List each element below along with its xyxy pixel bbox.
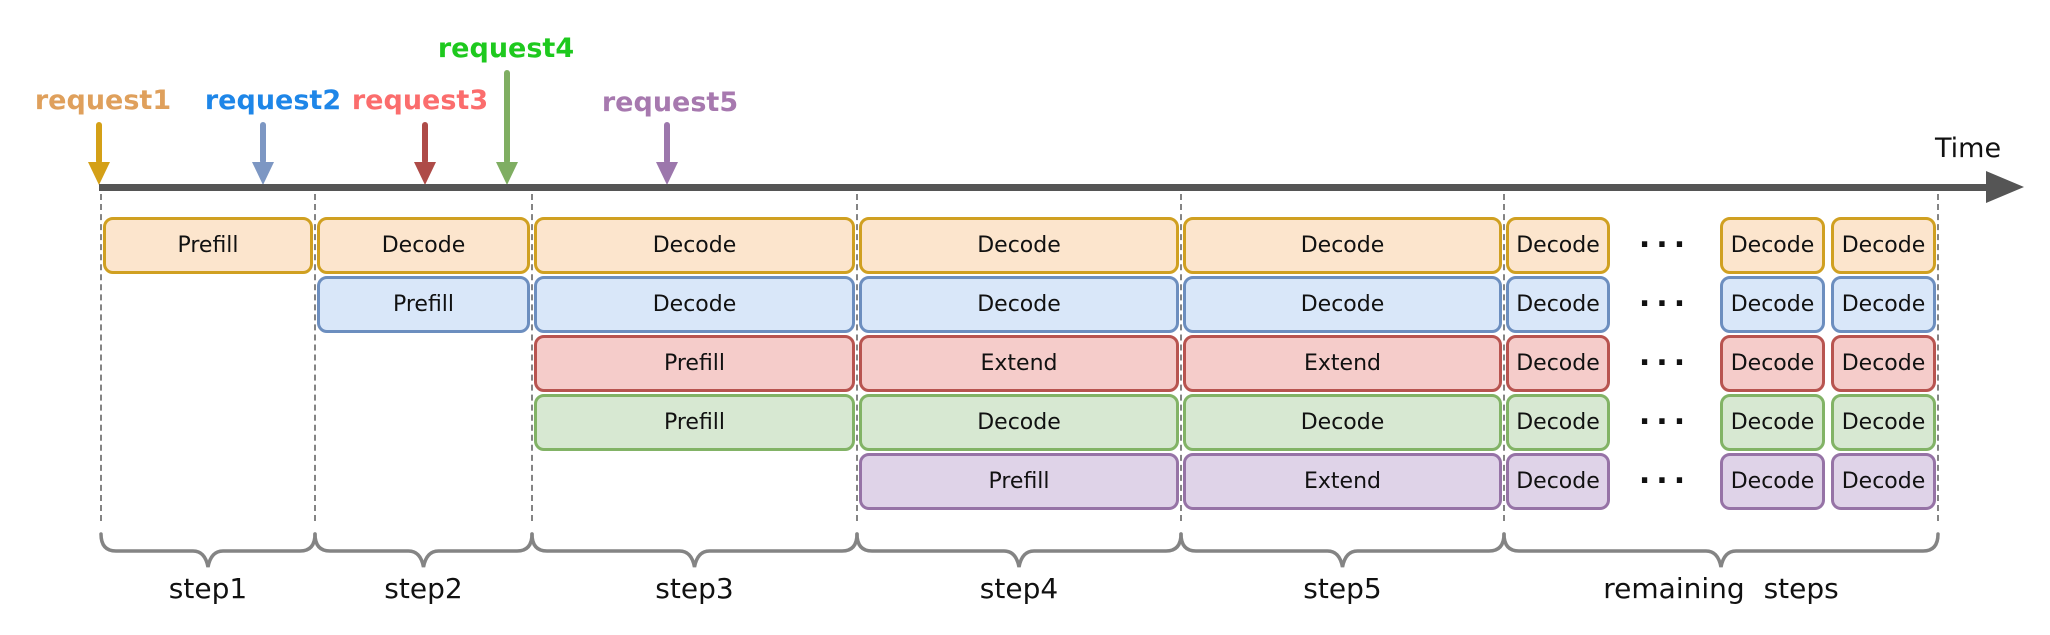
step-boundary-line xyxy=(531,194,533,521)
task-box-decode: Decode xyxy=(1831,394,1936,451)
request-arrival-arrowhead-request5 xyxy=(656,162,678,185)
ellipsis: ... xyxy=(1638,397,1692,432)
task-box-decode: Decode xyxy=(1720,217,1825,274)
task-box-extend: Extend xyxy=(1183,335,1502,392)
request-arrival-arrowhead-request2 xyxy=(252,162,274,185)
step-label-step2: step2 xyxy=(384,572,463,605)
task-box-decode: Decode xyxy=(1183,394,1502,451)
step-boundary-line xyxy=(1937,194,1939,521)
step-boundary-line xyxy=(1180,194,1182,521)
step-brace xyxy=(855,532,1183,568)
step-boundary-line xyxy=(856,194,858,521)
ellipsis: ... xyxy=(1638,338,1692,373)
time-axis-line xyxy=(99,184,1988,191)
ellipsis: ... xyxy=(1638,279,1692,314)
task-box-decode: Decode xyxy=(1506,453,1610,510)
step-boundary-line xyxy=(100,194,102,521)
step-brace xyxy=(313,532,534,568)
request-label-request1: request1 xyxy=(34,85,172,116)
time-axis-label: Time xyxy=(1935,133,2002,164)
ellipsis: ... xyxy=(1638,456,1692,491)
request-label-request5: request5 xyxy=(601,87,739,118)
task-box-decode: Decode xyxy=(1720,276,1825,333)
step-brace xyxy=(1179,532,1506,568)
step-brace xyxy=(1502,532,1940,568)
step-label-remaining-steps: remaining steps xyxy=(1603,572,1839,605)
task-box-decode: Decode xyxy=(1831,217,1936,274)
step-label-step3: step3 xyxy=(655,572,734,605)
request-label-request2: request2 xyxy=(204,85,342,116)
request-arrival-arrow-shaft-request2 xyxy=(260,122,266,164)
task-box-decode: Decode xyxy=(1831,276,1936,333)
task-box-decode: Decode xyxy=(1183,276,1502,333)
step-boundary-line xyxy=(1503,194,1505,521)
request-arrival-arrowhead-request4 xyxy=(496,162,518,185)
task-box-extend: Extend xyxy=(859,335,1179,392)
step-brace xyxy=(99,532,317,568)
task-box-prefill: Prefill xyxy=(534,335,855,392)
ellipsis: ... xyxy=(1638,220,1692,255)
task-box-decode: Decode xyxy=(1506,335,1610,392)
step-label-step4: step4 xyxy=(979,572,1059,605)
task-box-decode: Decode xyxy=(1720,394,1825,451)
step-label-step5: step5 xyxy=(1303,572,1382,605)
task-box-prefill: Prefill xyxy=(317,276,530,333)
task-box-decode: Decode xyxy=(1720,453,1825,510)
task-box-decode: Decode xyxy=(859,394,1179,451)
task-box-decode: Decode xyxy=(1720,335,1825,392)
task-box-decode: Decode xyxy=(1506,276,1610,333)
step-boundary-line xyxy=(314,194,316,521)
request-arrival-arrowhead-request1 xyxy=(88,162,110,185)
request-arrival-arrow-shaft-request1 xyxy=(96,122,102,164)
task-box-decode: Decode xyxy=(1831,453,1936,510)
task-box-decode: Decode xyxy=(859,276,1179,333)
task-box-decode: Decode xyxy=(1506,217,1610,274)
task-box-prefill: Prefill xyxy=(859,453,1179,510)
task-box-prefill: Prefill xyxy=(534,394,855,451)
request-label-request3: request3 xyxy=(351,85,489,116)
task-box-decode: Decode xyxy=(534,276,855,333)
time-axis-arrowhead-icon xyxy=(1986,171,2024,203)
task-box-prefill: Prefill xyxy=(103,217,313,274)
task-box-decode: Decode xyxy=(534,217,855,274)
request-label-request4: request4 xyxy=(437,33,575,64)
request-arrival-arrowhead-request3 xyxy=(414,162,436,185)
task-box-decode: Decode xyxy=(1831,335,1936,392)
step-brace xyxy=(530,532,859,568)
task-box-decode: Decode xyxy=(317,217,530,274)
request-arrival-arrow-shaft-request4 xyxy=(504,70,510,164)
task-box-decode: Decode xyxy=(1506,394,1610,451)
task-box-decode: Decode xyxy=(859,217,1179,274)
task-box-extend: Extend xyxy=(1183,453,1502,510)
task-box-decode: Decode xyxy=(1183,217,1502,274)
step-label-step1: step1 xyxy=(168,572,248,605)
request-arrival-arrow-shaft-request5 xyxy=(664,122,670,164)
request-arrival-arrow-shaft-request3 xyxy=(422,122,428,164)
